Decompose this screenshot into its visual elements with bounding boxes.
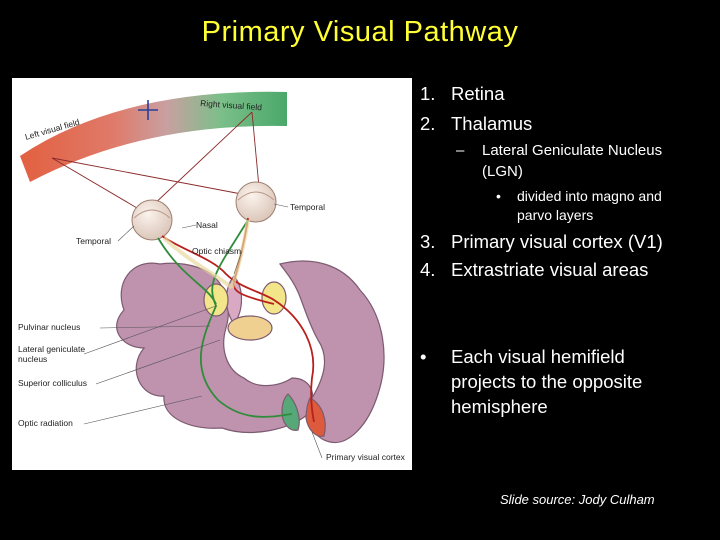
list-item-number: 1.: [420, 83, 436, 104]
superior-colliculus-label: Superior colliculus: [18, 378, 87, 388]
brain-cross-section: [116, 260, 385, 444]
bullet-marker: •: [420, 346, 427, 367]
slide-title: Primary Visual Pathway: [201, 16, 519, 48]
bullet-line1: Each visual hemifield: [451, 346, 625, 367]
red-pathway: [161, 235, 315, 423]
green-pathway-b: [157, 237, 217, 305]
left-lgn: [203, 283, 229, 317]
fixation-cross-icon: [138, 100, 158, 120]
left-eye: [131, 199, 173, 241]
lgn-label-line2: nucleus: [18, 354, 47, 364]
pulvinar-label: Pulvinar nucleus: [18, 322, 80, 332]
sub-item-line2: (LGN): [482, 163, 523, 180]
subsub-item-line2: parvo layers: [517, 207, 594, 223]
right-lgn: [261, 281, 287, 315]
right-hemisphere: [279, 260, 385, 444]
optic-nerve-tracts: [162, 219, 250, 290]
slide-source: Slide source: Jody Culham: [500, 492, 655, 507]
nasal-label: Nasal: [196, 220, 218, 230]
list-item-text: Primary visual cortex (V1): [451, 231, 663, 252]
list-item-number: 4.: [420, 259, 436, 280]
optic-chiasm-label: Optic chiasm: [192, 246, 241, 256]
subsub-item-bullet: •: [496, 188, 501, 204]
label-leader-lines: [83, 203, 323, 459]
green-pathway: [200, 219, 293, 418]
right-visual-field-label: Right visual field: [200, 98, 263, 112]
left-thalamus: [227, 315, 273, 341]
list-item-text: Thalamus: [451, 113, 533, 134]
optic-radiation-label: Optic radiation: [18, 418, 73, 428]
subsub-item-line1: divided into magno and: [517, 188, 662, 204]
right-v1-region: [305, 397, 326, 437]
list-item-number: 2.: [420, 113, 436, 134]
list-item-number: 3.: [420, 231, 436, 252]
right-eye: [235, 181, 277, 223]
primary-visual-cortex-label: Primary visual cortex: [326, 452, 406, 462]
sub-item-dash: –: [456, 142, 465, 159]
visual-pathway-diagram: Left visual field Right visual field: [18, 91, 406, 462]
sub-item-line1: Lateral Geniculate Nucleus: [482, 142, 663, 159]
left-v1-region: [281, 393, 300, 431]
bullet-line3: hemisphere: [451, 396, 548, 417]
list-item-text: Retina: [451, 83, 505, 104]
lgn-label-line1: Lateral geniculate: [18, 344, 85, 354]
temporal-left-label: Temporal: [76, 236, 111, 246]
bullet-line2: projects to the opposite: [451, 371, 643, 392]
visual-field-band: [20, 91, 287, 182]
list-item-text: Extrastriate visual areas: [451, 259, 649, 280]
temporal-right-label: Temporal: [290, 202, 325, 212]
visual-pathway-figure: Left visual field Right visual field: [12, 78, 412, 470]
